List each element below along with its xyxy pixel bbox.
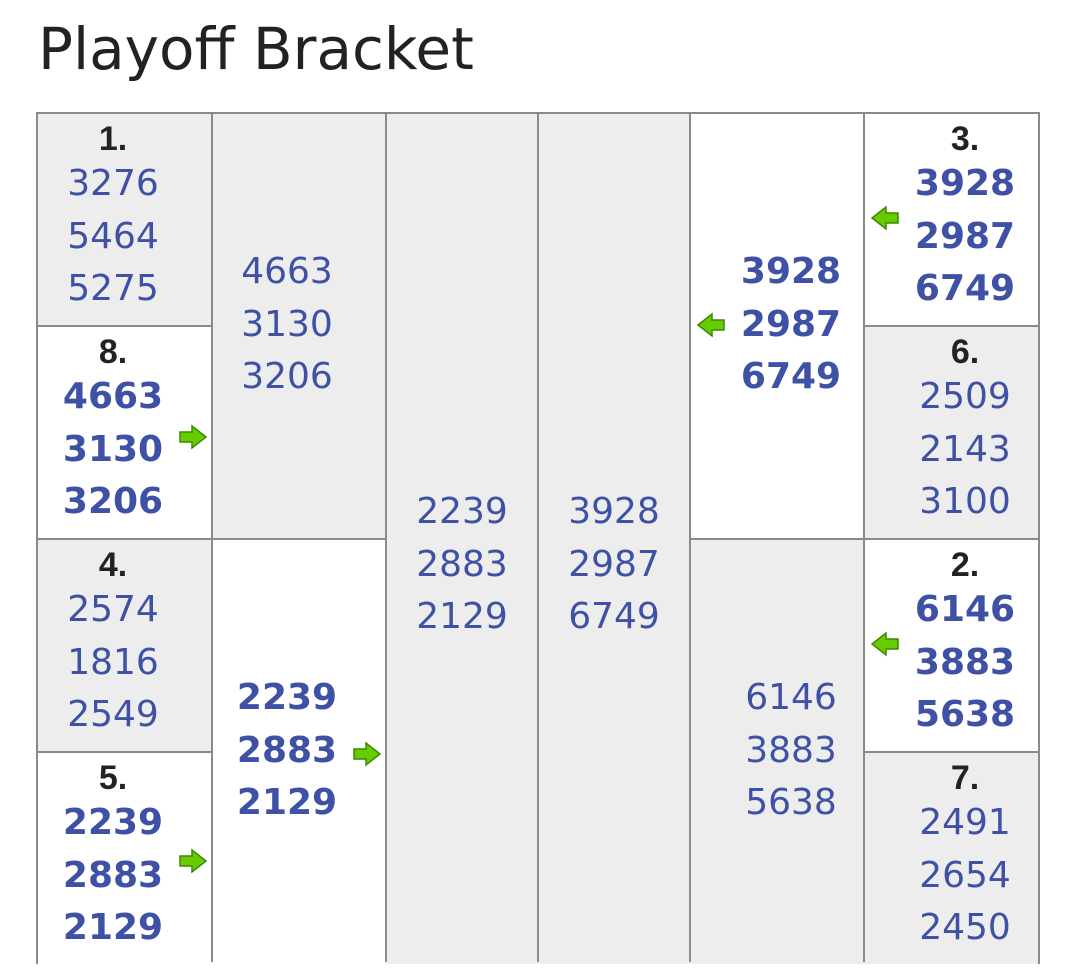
team-number: 2883 [62,854,164,896]
divider [38,325,212,327]
team-entry-seed-2: 2. 6146 3883 5638 [890,546,1040,742]
team-number: 3928 [914,163,1016,204]
semifinal-slot-right-bottom [690,539,864,964]
team-number: 2574 [67,589,159,630]
playoff-bracket: 1. 3276 5464 5275 8. 4663 3130 3206 4. 2… [36,112,1040,964]
page-title: Playoff Bracket [38,15,474,83]
team-number: 5464 [67,215,159,257]
slot-seed-4 [38,539,212,752]
divider [38,751,212,753]
slot-seed-7 [864,752,1038,964]
semifinal-entry-right-top: 3928 2987 6749 [716,246,866,404]
team-number: 5275 [67,268,159,309]
divider [385,114,387,962]
team-number: 2509 [919,376,1011,417]
divider [690,538,1038,540]
team-number: 2239 [236,677,338,718]
final-slot-left [386,114,538,964]
team-number: 3100 [919,481,1011,522]
team-number: 6749 [568,596,660,637]
team-number: 3928 [568,491,660,532]
team-number: 3206 [62,481,164,522]
team-number: 2883 [236,729,338,771]
team-number: 1816 [67,641,159,683]
divider [864,325,1038,327]
final-entry-right: 3928 2987 6749 [538,486,690,644]
seed-label: 4. [98,546,128,584]
team-number: 5638 [745,782,837,823]
semifinal-entry-left-top: 4663 3130 3206 [212,246,362,404]
team-number: 2987 [568,543,660,585]
team-number: 2987 [914,215,1016,257]
team-number: 6146 [745,677,837,718]
team-number: 5638 [914,694,1016,735]
team-number: 3928 [740,251,842,292]
advance-left-icon [870,631,899,657]
seed-label: 5. [98,759,128,797]
final-entry-left: 2239 2883 2129 [386,486,538,644]
team-entry-seed-8: 8. 4663 3130 3206 [38,333,188,529]
advance-left-icon [696,312,725,338]
divider [537,114,539,962]
seed-label: 7. [950,759,980,797]
advance-left-icon [870,205,899,231]
team-number: 6749 [914,268,1016,309]
team-number: 2129 [416,596,508,637]
team-entry-seed-4: 4. 2574 1816 2549 [38,546,188,742]
team-number: 3883 [914,641,1016,683]
team-entry-seed-6: 6. 2509 2143 3100 [890,333,1040,529]
final-slot-right [538,114,690,964]
divider [864,751,1038,753]
slot-seed-1 [38,114,212,326]
seed-label: 2. [950,546,980,584]
team-number: 3206 [241,356,333,397]
team-number: 2491 [919,802,1011,843]
seed-label: 3. [950,120,980,158]
slot-seed-6 [864,326,1038,539]
team-number: 4663 [241,251,333,292]
team-entry-seed-1: 1. 3276 5464 5275 [38,120,188,316]
advance-right-icon [353,741,382,767]
team-number: 2654 [919,854,1011,896]
team-number: 2239 [416,491,508,532]
advance-right-icon [179,848,208,874]
semifinal-entry-right-bottom: 6146 3883 5638 [716,672,866,830]
seed-label: 8. [98,333,128,371]
team-number: 2143 [919,428,1011,470]
team-entry-seed-7: 7. 2491 2654 2450 [890,759,1040,955]
seed-label: 1. [98,120,128,158]
advance-right-icon [179,424,208,450]
team-number: 2549 [67,694,159,735]
semifinal-entry-left-bottom: 2239 2883 2129 [212,672,362,830]
team-number: 4663 [62,376,164,417]
team-number: 2883 [416,543,508,585]
team-number: 2239 [62,802,164,843]
team-number: 2450 [919,907,1011,948]
team-number: 3130 [241,303,333,345]
team-number: 2129 [62,907,164,948]
team-number: 3130 [62,428,164,470]
team-entry-seed-3: 3. 3928 2987 6749 [890,120,1040,316]
team-number: 3276 [67,163,159,204]
semifinal-slot-left-top [212,114,386,539]
team-number: 3883 [745,729,837,771]
team-number: 6146 [914,589,1016,630]
divider [38,538,386,540]
seed-label: 6. [950,333,980,371]
team-number: 2987 [740,303,842,345]
team-number: 6749 [740,356,842,397]
team-number: 2129 [236,782,338,823]
team-entry-seed-5: 5. 2239 2883 2129 [38,759,188,955]
